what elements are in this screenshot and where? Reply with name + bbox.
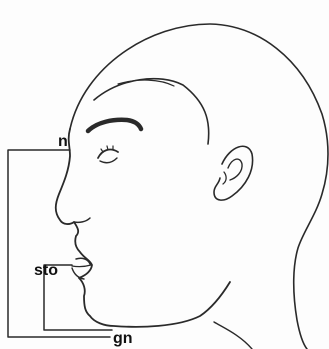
face-profile-line: [56, 129, 230, 327]
label-gn: gn: [113, 330, 133, 347]
ear-canal: [223, 172, 226, 184]
label-sto: sto: [34, 262, 58, 279]
neck-front: [214, 322, 252, 349]
eye-lower-lid: [100, 158, 117, 163]
bracket-nasion-gnathion: [8, 150, 110, 337]
ear-inner: [228, 159, 242, 180]
label-n: n: [58, 133, 68, 150]
ear-outline: [214, 146, 253, 200]
head-outline: [70, 24, 328, 349]
eyebrow: [88, 120, 141, 131]
nostril: [74, 218, 90, 222]
lip-line: [72, 265, 91, 267]
hairline: [94, 79, 209, 144]
eye-upper-lid: [98, 150, 118, 158]
